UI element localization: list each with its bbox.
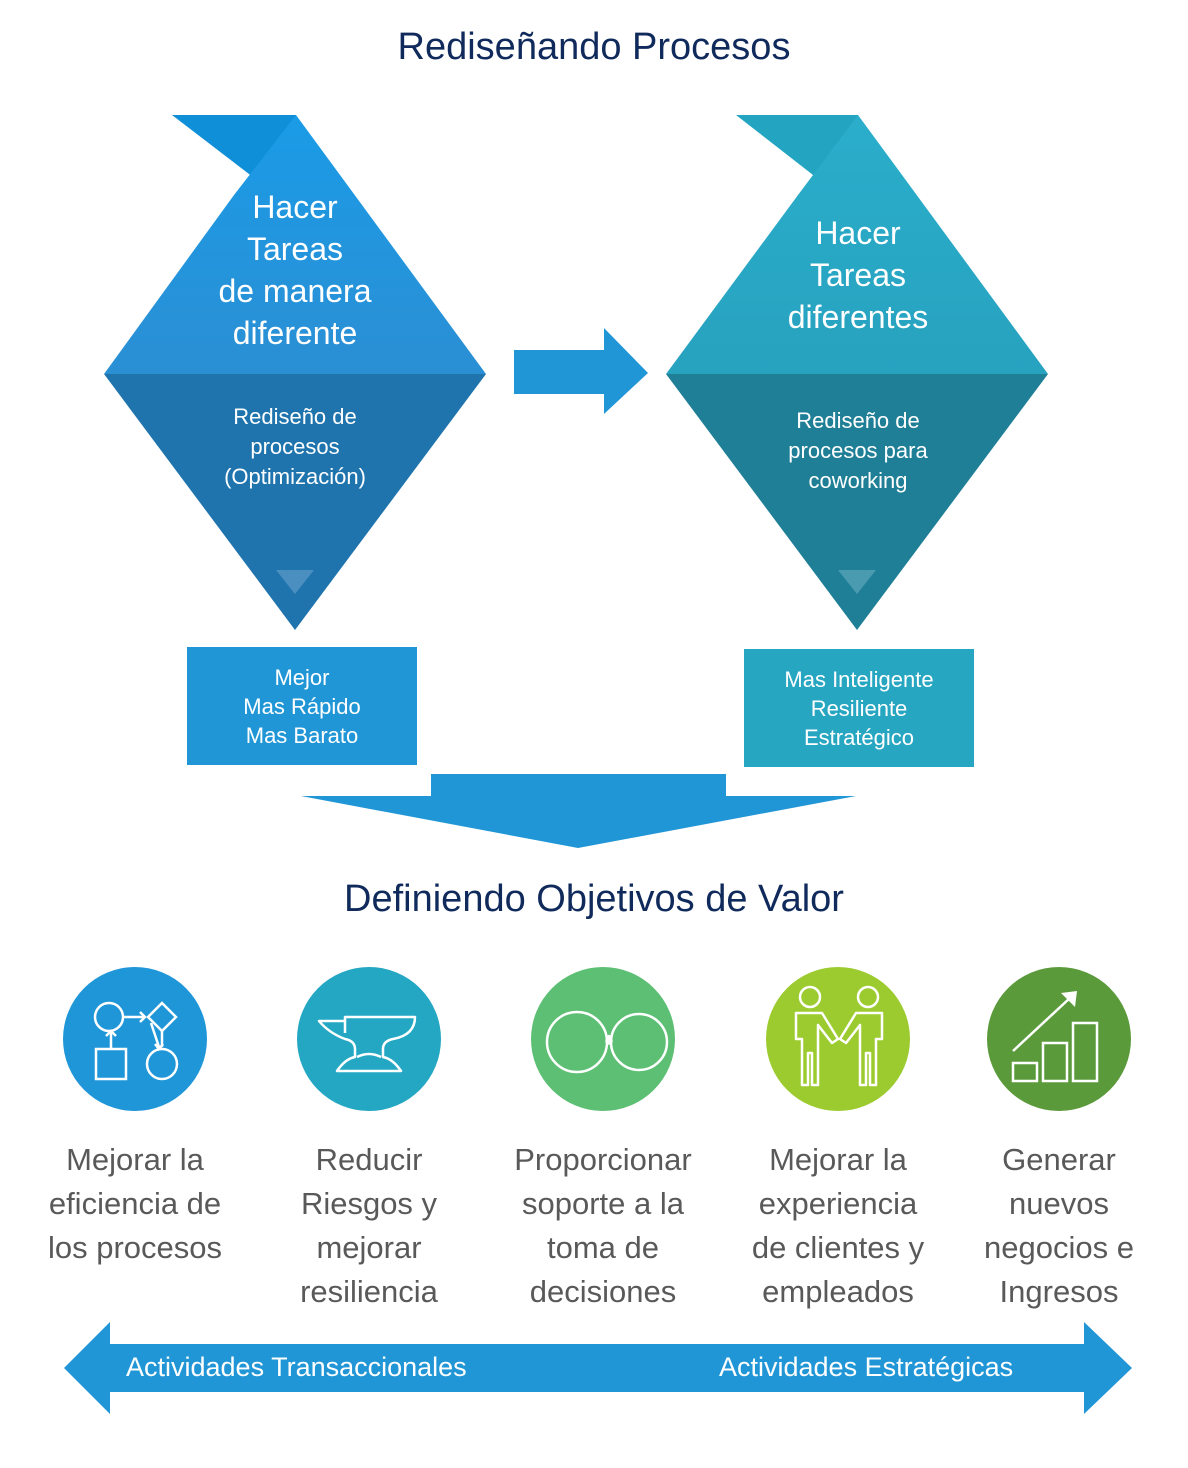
big-down-arrow — [301, 774, 856, 848]
right-diamond-title: Hacer Tareas diferentes — [738, 212, 978, 338]
text-line: Mejor — [274, 664, 330, 690]
process-flow-icon — [63, 967, 207, 1111]
text-line: Mas Inteligente — [784, 666, 934, 692]
text-line: Hacer — [815, 215, 901, 251]
text-line: experiencia — [758, 1186, 918, 1221]
text-line: diferente — [232, 315, 358, 351]
left-result-box: Mejor Mas Rápido Mas Barato — [187, 647, 417, 765]
right-diamond-down-marker — [838, 570, 876, 594]
text-line: Resiliente — [810, 695, 908, 721]
arrow-label-transaccionales: Actividades Transaccionales — [126, 1352, 467, 1382]
left-diamond-subtitle: Rediseño de procesos (Optimización) — [175, 402, 415, 492]
title-objetivos: Definiendo Objetivos de Valor — [344, 878, 844, 920]
left-diamond-top — [104, 115, 486, 374]
text-line: (Optimización) — [224, 464, 366, 489]
left-diamond-down-marker — [276, 570, 314, 594]
text-line: negocios e — [984, 1230, 1134, 1265]
arrow-label-estrategicas: Actividades Estratégicas — [719, 1352, 1014, 1382]
text-line: empleados — [762, 1274, 914, 1309]
left-diamond-bottom — [104, 374, 486, 630]
growth-chart-icon — [987, 967, 1131, 1111]
right-diamond-bottom — [666, 374, 1048, 630]
text-line: Riesgos y — [300, 1186, 438, 1221]
text-line: Mas Rápido — [243, 693, 361, 719]
anvil-icon — [297, 967, 441, 1111]
text-line: Ingresos — [999, 1274, 1119, 1309]
text-line: resiliencia — [300, 1274, 438, 1309]
text-line: Mas Barato — [245, 722, 359, 748]
text-line: toma de — [546, 1230, 659, 1265]
text-line: Hacer — [252, 189, 338, 225]
right-diamond — [666, 115, 1048, 630]
text-line: diferentes — [787, 299, 929, 335]
text-line: nuevos — [1009, 1186, 1109, 1221]
text-line: de manera — [218, 273, 372, 309]
text-line: decisiones — [529, 1274, 677, 1309]
text-line: Mejorar la — [769, 1142, 907, 1177]
text-line: eficiencia de — [48, 1186, 222, 1221]
middle-right-arrow — [514, 328, 648, 414]
right-diamond-top — [666, 115, 1048, 374]
text-line: Rediseño de — [233, 404, 357, 429]
text-line: de clientes y — [751, 1230, 925, 1265]
objective-caption-4: Mejorar la experiencia de clientes y emp… — [723, 1138, 953, 1314]
text-line: los procesos — [47, 1230, 223, 1265]
text-line: Generar — [1002, 1142, 1116, 1177]
text-line: Tareas — [809, 257, 907, 293]
text-line: procesos — [250, 434, 340, 459]
text-line: Mejorar la — [66, 1142, 204, 1177]
objective-caption-2: Reducir Riesgos y mejorar resiliencia — [254, 1138, 484, 1314]
text-line: coworking — [808, 468, 908, 493]
handshake-icon — [766, 967, 910, 1111]
text-line: Rediseño de — [796, 408, 920, 433]
right-result-box: Mas Inteligente Resiliente Estratégico — [744, 649, 974, 767]
left-diamond-title: Hacer Tareas de manera diferente — [175, 186, 415, 354]
double-arrow — [64, 1322, 1132, 1414]
left-diamond — [104, 115, 486, 630]
objective-caption-1: Mejorar la eficiencia de los procesos — [20, 1138, 250, 1270]
text-line: Proporcionar — [514, 1142, 692, 1177]
text-line: soporte a la — [522, 1186, 684, 1221]
title-redisenando: Rediseñando Procesos — [397, 26, 791, 68]
text-line: Reducir — [315, 1142, 423, 1177]
text-line: Tareas — [246, 231, 344, 267]
text-line: procesos para — [788, 438, 928, 463]
objective-caption-5: Generar nuevos negocios e Ingresos — [944, 1138, 1174, 1314]
objective-caption-3: Proporcionar soporte a la toma de decisi… — [488, 1138, 718, 1314]
right-diamond-subtitle: Rediseño de procesos para coworking — [738, 406, 978, 496]
text-line: mejorar — [316, 1230, 422, 1265]
glasses-icon — [531, 967, 675, 1111]
text-line: Estratégico — [803, 724, 915, 750]
